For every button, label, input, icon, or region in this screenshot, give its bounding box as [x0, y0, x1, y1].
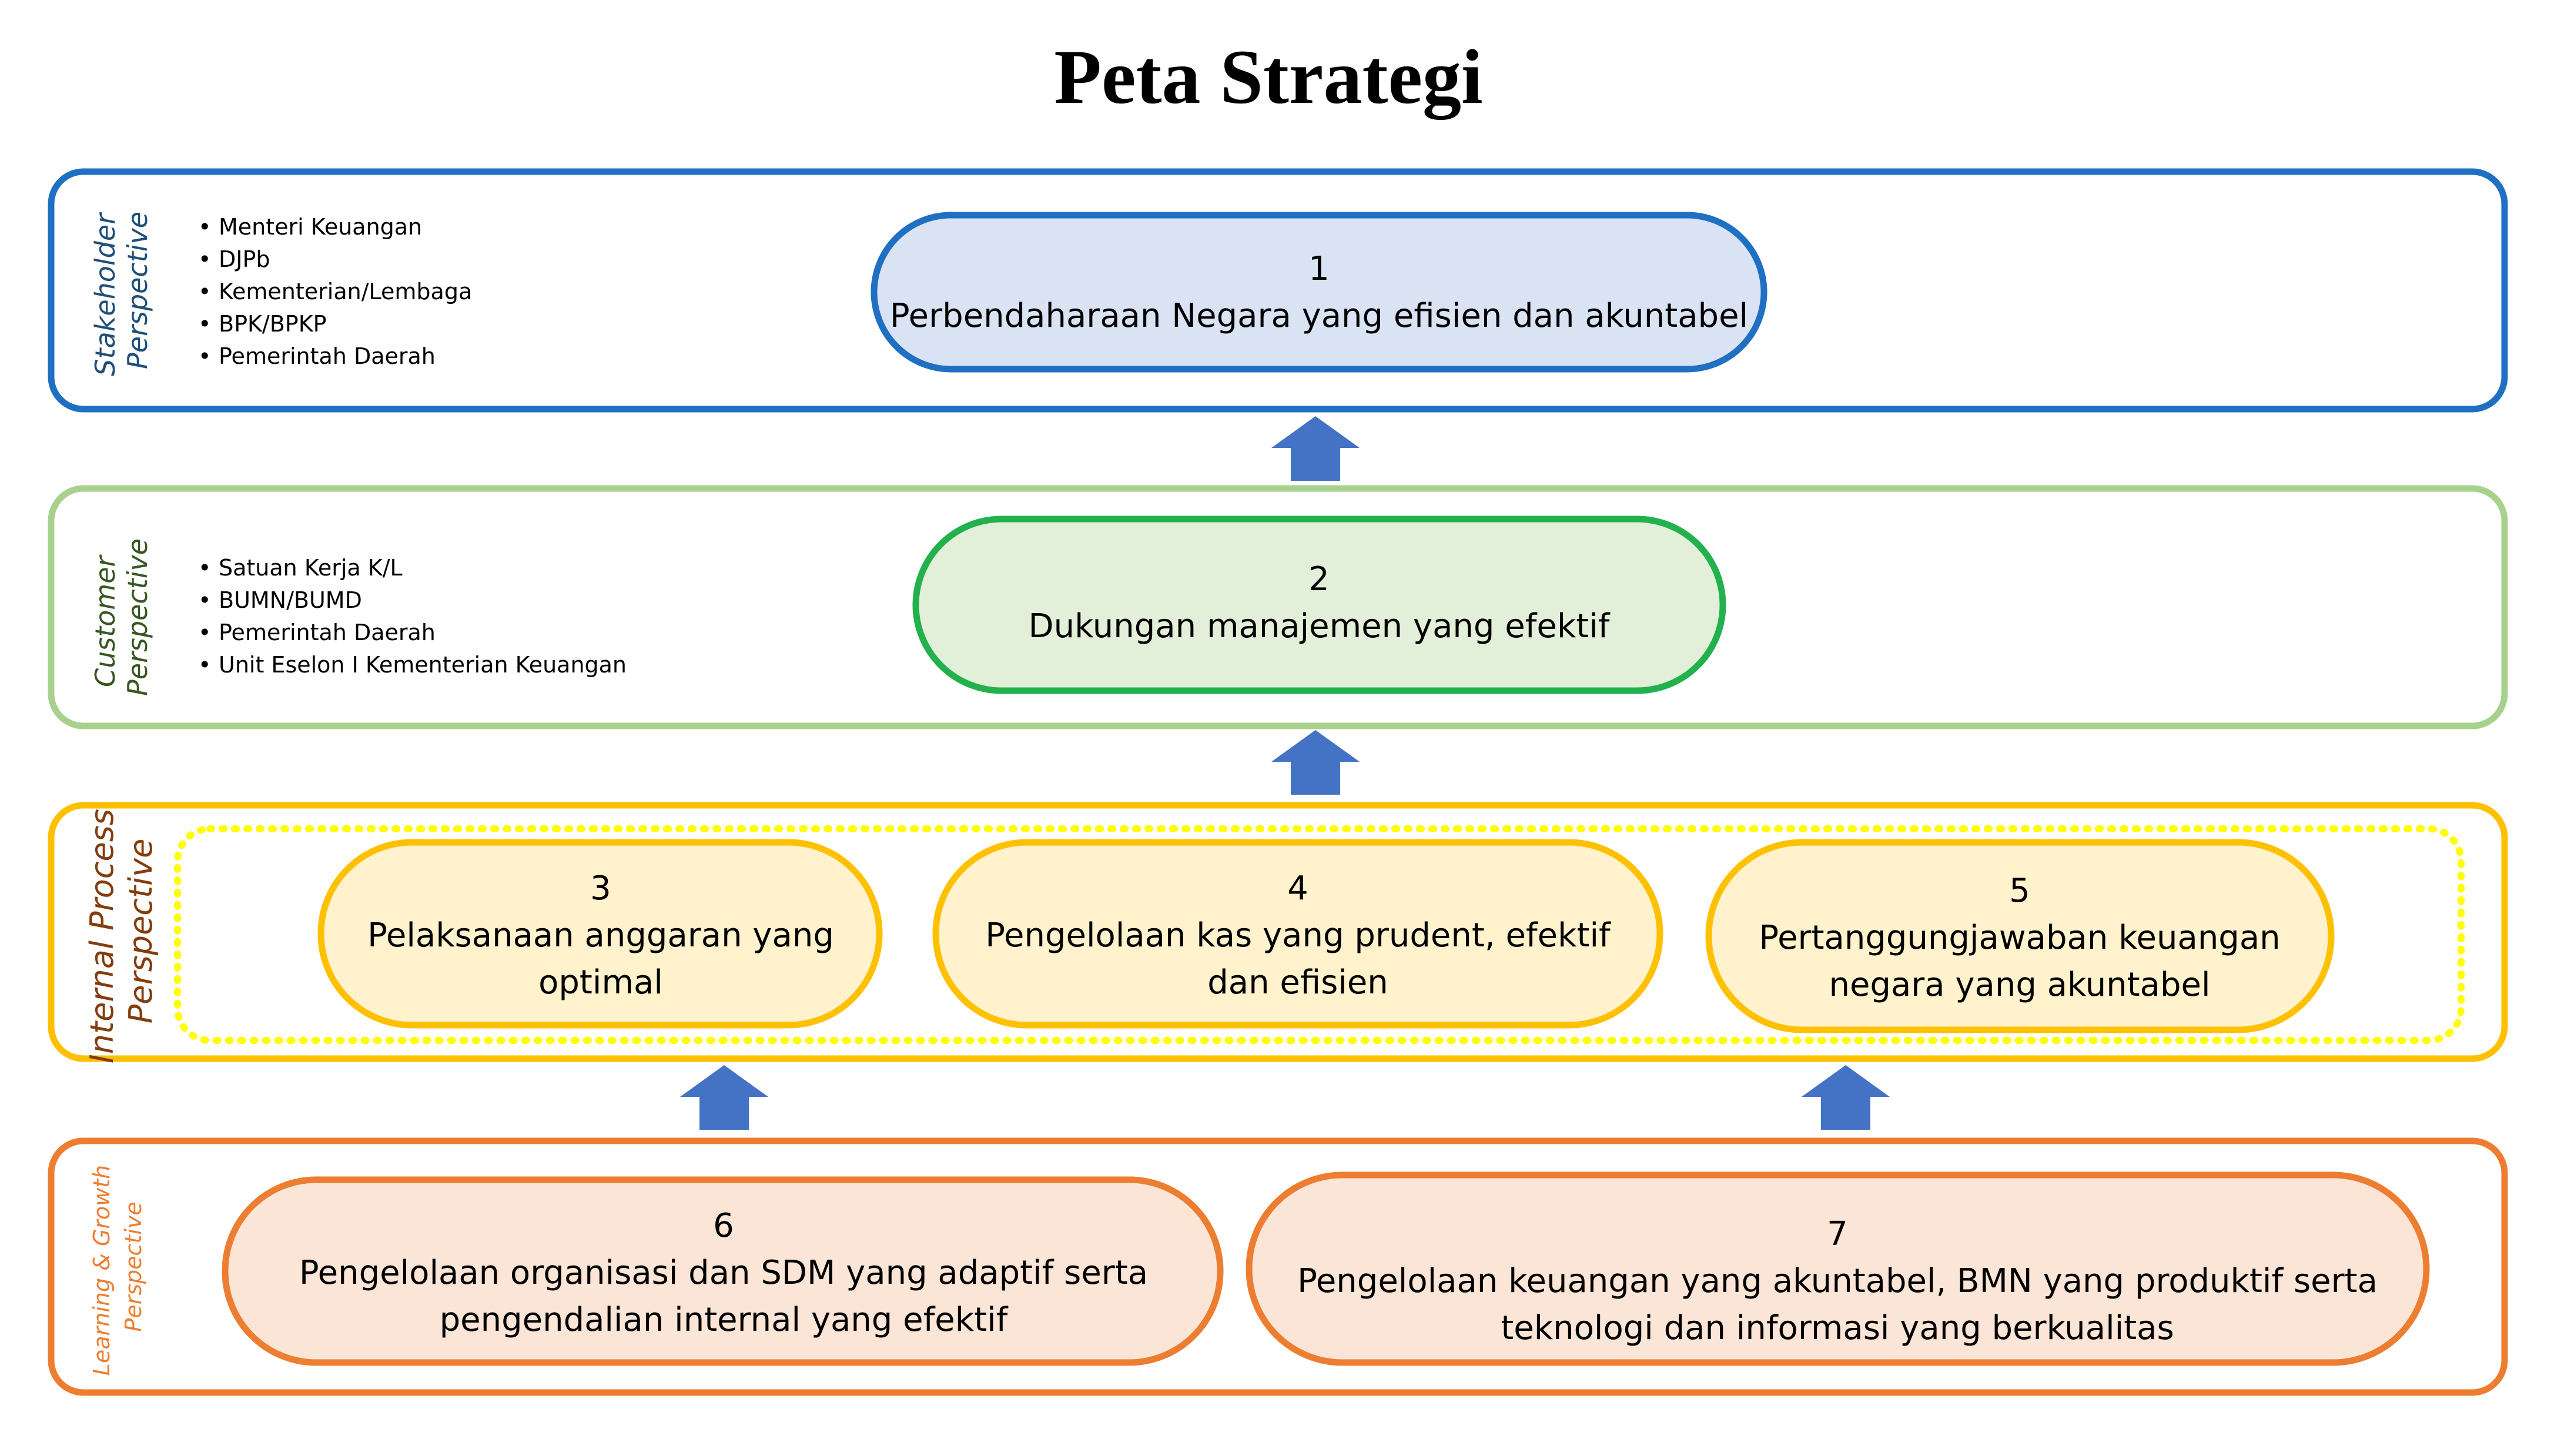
objective-5-text-line1: Pertanggungjawaban keuangan [1759, 919, 2280, 957]
learning-growth-label: Learning & Growth Perspective [89, 1158, 146, 1376]
list-item: • [198, 620, 211, 645]
objective-2-number: 2 [1308, 560, 1330, 598]
list-item: • [198, 555, 211, 581]
objective-6-number: 6 [713, 1207, 734, 1245]
list-item: • [198, 652, 211, 678]
learning-growth-label-line2: Perspective [120, 1201, 146, 1331]
stakeholder-frame [48, 168, 2508, 413]
customer-layer: Customer Perspective • Satuan Kerja K/L … [48, 485, 2508, 729]
stakeholder-label-line1: Stakeholder [89, 212, 121, 376]
objective-4-number: 4 [1287, 869, 1308, 908]
objective-3-text-line1: Pelaksanaan anggaran yang [367, 916, 834, 955]
customer-label-line1: Customer [89, 554, 121, 688]
learning-growth-layer: Learning & Growth Perspective 6 Pengelol… [48, 1137, 2508, 1396]
objective-6-node [222, 1176, 1224, 1366]
stakeholder-label: Stakeholder Perspective [89, 205, 153, 376]
objective-5-text-line2: negara yang akuntabel [1829, 966, 2210, 1004]
internal-process-label: Internal Process Perspective [83, 799, 159, 1063]
list-item: Kementerian/Lembaga [219, 279, 472, 304]
list-item: BUMN/BUMD [219, 587, 362, 613]
objective-5-number: 5 [2009, 872, 2030, 910]
objective-7-text-line1: Pengelolaan keuangan yang akuntabel, BMN… [1297, 1262, 2378, 1300]
learning-growth-frame [48, 1137, 2508, 1396]
objective-2-text: Dukungan manajemen yang efektif [1028, 607, 1610, 645]
list-item: DJPb [219, 246, 270, 272]
objective-4-node [932, 839, 1663, 1029]
stakeholder-bullet-list: • Menteri Keuangan • DJPb • Kementerian/… [198, 214, 472, 369]
arrow-up-icon [1271, 416, 1360, 481]
objective-3-text-line2: optimal [538, 963, 663, 1002]
page-title: Peta Strategi [1054, 34, 1482, 120]
customer-label-line2: Perspective [122, 538, 153, 696]
arrow-up-icon [1802, 1065, 1890, 1130]
list-item: • [198, 246, 211, 272]
internal-process-layer: Internal Process Perspective 3 Pelaksana… [48, 799, 2508, 1063]
objective-6-text-line2: pengendalian internal yang efektif [440, 1301, 1009, 1339]
objective-4-text-line2: dan efisien [1207, 963, 1388, 1002]
customer-bullet-list: • Satuan Kerja K/L • BUMN/BUMD • Pemerin… [198, 555, 627, 678]
list-item: • [198, 214, 211, 240]
objective-3-node [317, 839, 883, 1029]
list-item: • [198, 311, 211, 337]
stakeholder-label-line2: Perspective [122, 212, 153, 369]
objective-1-number: 1 [1308, 250, 1330, 288]
learning-growth-label-line1: Learning & Growth [89, 1165, 115, 1375]
objective-1-node [871, 212, 1767, 373]
objective-2-node [912, 516, 1726, 694]
internal-process-label-line1: Internal Process [83, 809, 120, 1063]
objective-7-node [1246, 1172, 2430, 1366]
stakeholder-layer: Stakeholder Perspective • Menteri Keuang… [48, 168, 2508, 413]
objective-4-text-line1: Pengelolaan kas yang prudent, efektif [985, 916, 1611, 955]
list-item: Pemerintah Daerah [219, 343, 436, 369]
internal-process-label-line2: Perspective [122, 839, 159, 1024]
objective-7-text-line2: teknologi dan informasi yang berkualitas [1501, 1309, 2174, 1347]
objective-1-text: Perbendaharaan Negara yang efisien dan a… [890, 297, 1748, 335]
list-item: • [198, 343, 211, 369]
arrow-up-icon [1271, 730, 1360, 795]
list-item: BPK/BPKP [219, 311, 327, 337]
objective-6-text-line1: Pengelolaan organisasi dan SDM yang adap… [299, 1254, 1148, 1292]
objective-7-number: 7 [1827, 1215, 1848, 1253]
customer-label: Customer Perspective [89, 538, 153, 696]
internal-process-dotted-frame [174, 825, 2465, 1044]
arrow-up-icon [680, 1065, 768, 1130]
list-item: Pemerintah Daerah [219, 620, 436, 645]
list-item: • [198, 587, 211, 613]
objective-5-node [1705, 839, 2335, 1033]
objective-3-number: 3 [590, 869, 611, 908]
internal-process-frame [48, 802, 2508, 1062]
list-item: Unit Eselon I Kementerian Keuangan [219, 652, 627, 678]
list-item: Menteri Keuangan [219, 214, 422, 240]
list-item: • [198, 279, 211, 304]
list-item: Satuan Kerja K/L [219, 555, 403, 581]
customer-frame [48, 485, 2508, 729]
